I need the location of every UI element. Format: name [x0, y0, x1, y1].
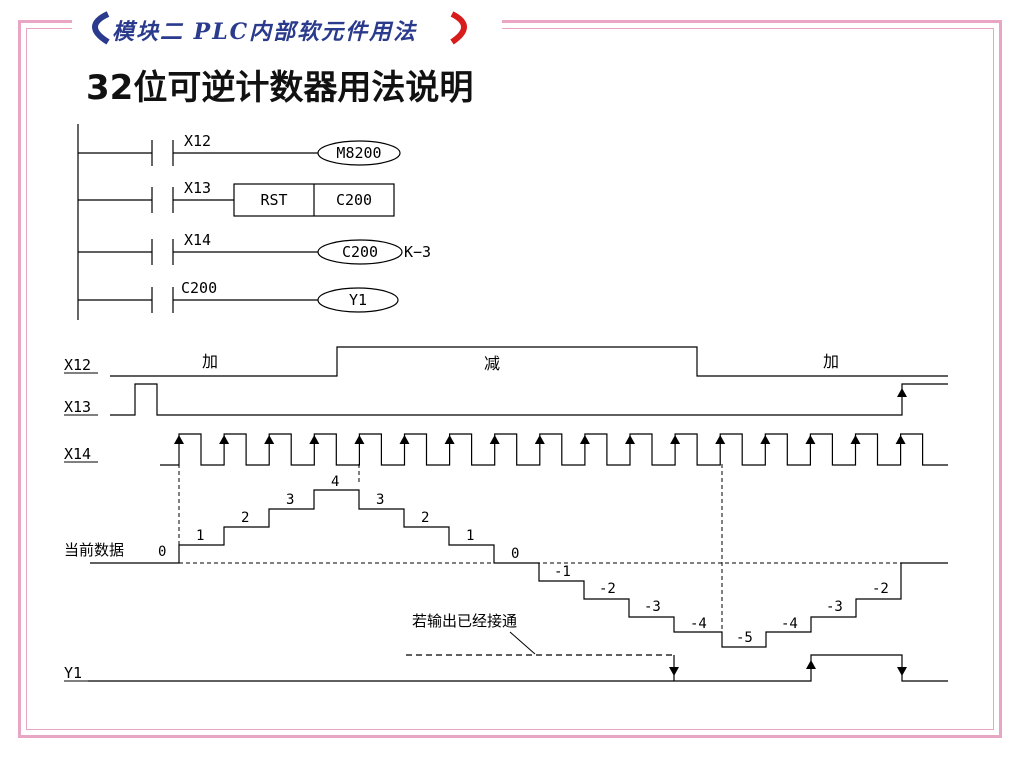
rung4-coil-label: Y1: [349, 291, 367, 309]
count-1b: 1: [466, 528, 474, 544]
count-2b: 2: [421, 510, 429, 526]
x12-label-sub: 减: [484, 354, 500, 373]
count-neg2: -2: [599, 581, 616, 597]
x14-rising-edge-arrow: [760, 435, 771, 444]
signal-label-x12: X12: [64, 356, 91, 374]
count-0: 0: [158, 544, 166, 560]
x14-rising-edge-arrow: [309, 435, 320, 444]
rung3-setting-label: K−3: [404, 243, 431, 261]
x14-rising-edge-arrow: [354, 435, 365, 444]
x14-rising-edge-arrow: [489, 435, 500, 444]
x14-rising-edge-arrow: [399, 435, 410, 444]
outer-frame: [18, 20, 1002, 738]
x14-rising-edge-arrow: [579, 435, 590, 444]
rung3-contact-label: X14: [184, 231, 211, 249]
count-neg3b: -3: [826, 599, 843, 615]
x14-rising-edge-arrow: [625, 435, 635, 444]
count-neg3: -3: [644, 599, 661, 615]
x14-rising-edge-arrow: [850, 435, 861, 444]
count-neg5: -5: [736, 630, 753, 646]
x14-rising-edge-arrow: [219, 435, 230, 444]
rung4-contact-label: C200: [181, 279, 217, 297]
x12-label-add-2: 加: [823, 352, 839, 371]
count-neg4: -4: [690, 616, 707, 632]
x14-rising-edge-arrow: [444, 435, 455, 444]
rung3-coil-label: C200: [342, 243, 378, 261]
count-4: 4: [331, 474, 339, 490]
current-data-label: 当前数据: [64, 541, 124, 559]
rung2-instruction-label: RST: [260, 191, 287, 209]
rung2-operand-label: C200: [336, 191, 372, 209]
rung1-coil-label: M8200: [336, 144, 381, 162]
count-0b: 0: [511, 546, 519, 562]
x14-rising-edge-arrow: [534, 435, 545, 444]
count-2: 2: [241, 510, 249, 526]
page-title: 32位可逆计数器用法说明: [86, 68, 474, 108]
x12-label-add-1: 加: [202, 352, 218, 371]
count-neg2b: -2: [872, 581, 889, 597]
banner-bracket-icon: [92, 11, 467, 45]
module-banner: [72, 6, 502, 46]
count-3b: 3: [376, 492, 384, 508]
x14-rising-edge-arrow: [715, 435, 726, 444]
x14-rising-edge-arrow: [895, 435, 906, 444]
x14-rising-edge-arrow: [174, 435, 184, 444]
signal-label-x13: X13: [64, 398, 91, 416]
rung2-contact-label: X13: [184, 179, 211, 197]
count-neg4b: -4: [781, 616, 798, 632]
count-1: 1: [196, 528, 204, 544]
count-labels: 0 1 2 3 4 3 2 1 0 -1 -2 -3 -4 -5 -4 -3 -…: [158, 474, 889, 646]
x14-rising-edge-arrow: [670, 435, 681, 444]
banner-text: 模块二 PLC内部软元件用法: [112, 19, 418, 45]
rung1-contact-label: X12: [184, 132, 211, 150]
count-3: 3: [286, 492, 294, 508]
x14-waveform: [160, 433, 948, 466]
x14-rising-edge-arrow: [805, 435, 816, 444]
inner-frame: [26, 28, 994, 730]
signal-label-x14: X14: [64, 445, 91, 463]
signal-label-y1: Y1: [64, 664, 82, 682]
count-neg1: -1: [554, 564, 571, 580]
x14-rising-edge-arrow: [264, 435, 275, 444]
output-on-note: 若输出已经接通: [412, 612, 517, 630]
